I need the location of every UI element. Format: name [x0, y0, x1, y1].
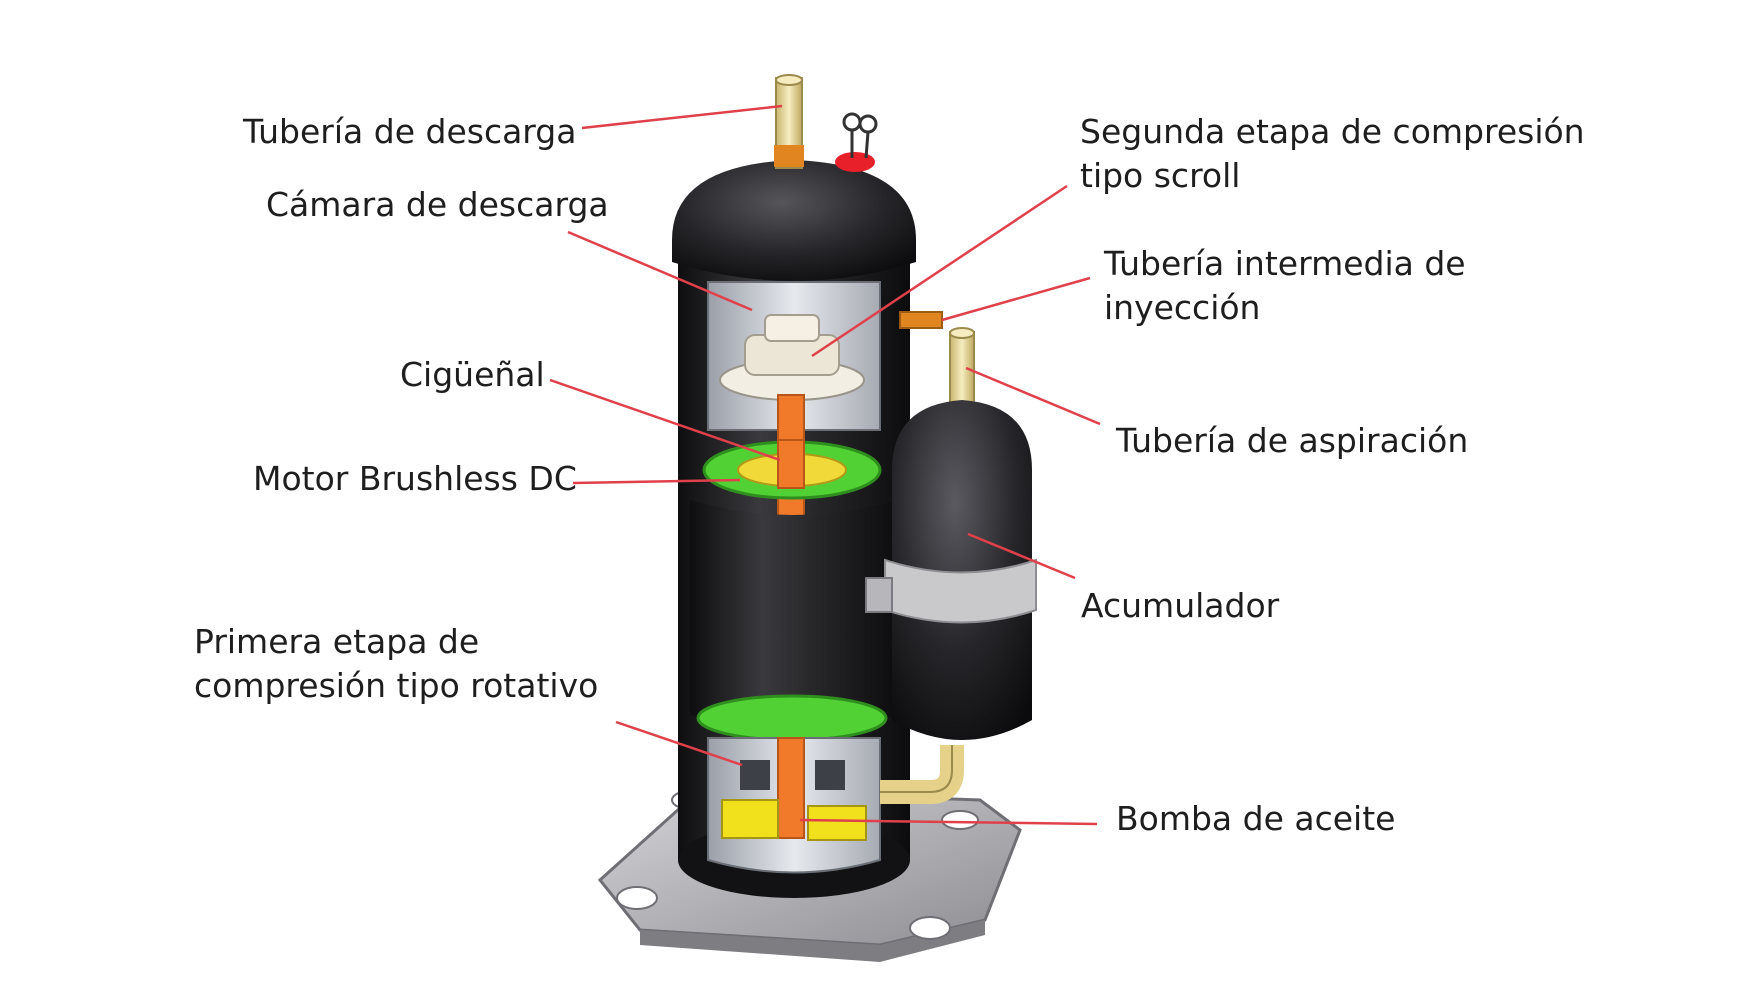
- label-accumulator: Acumulador: [1081, 584, 1279, 628]
- label-motor: Motor Brushless DC: [253, 457, 577, 501]
- label-injection-pipe-line2: inyección: [1104, 286, 1260, 330]
- label-suction-pipe: Tubería de aspiración: [1116, 419, 1468, 463]
- label-discharge-chamber: Cámara de descarga: [266, 183, 609, 227]
- label-discharge-pipe: Tubería de descarga: [243, 110, 576, 154]
- discharge-pipe-shape: [774, 75, 804, 168]
- leader-discharge-pipe: [582, 106, 782, 128]
- label-second-stage-line1: Segunda etapa de compresión: [1080, 110, 1585, 154]
- label-first-stage-line1: Primera etapa de: [194, 620, 479, 664]
- label-oil-pump: Bomba de aceite: [1116, 797, 1395, 841]
- injection-pipe-shape: [900, 312, 942, 328]
- label-first-stage-line2: compresión tipo rotativo: [194, 664, 598, 708]
- leader-injection-pipe: [942, 278, 1090, 320]
- terminal-block: [835, 114, 876, 172]
- compressor-shell: [672, 160, 916, 898]
- label-second-stage-line2: tipo scroll: [1080, 154, 1240, 198]
- label-injection-pipe-line1: Tubería intermedia de: [1104, 242, 1466, 286]
- label-crankshaft: Cigüeñal: [400, 353, 545, 397]
